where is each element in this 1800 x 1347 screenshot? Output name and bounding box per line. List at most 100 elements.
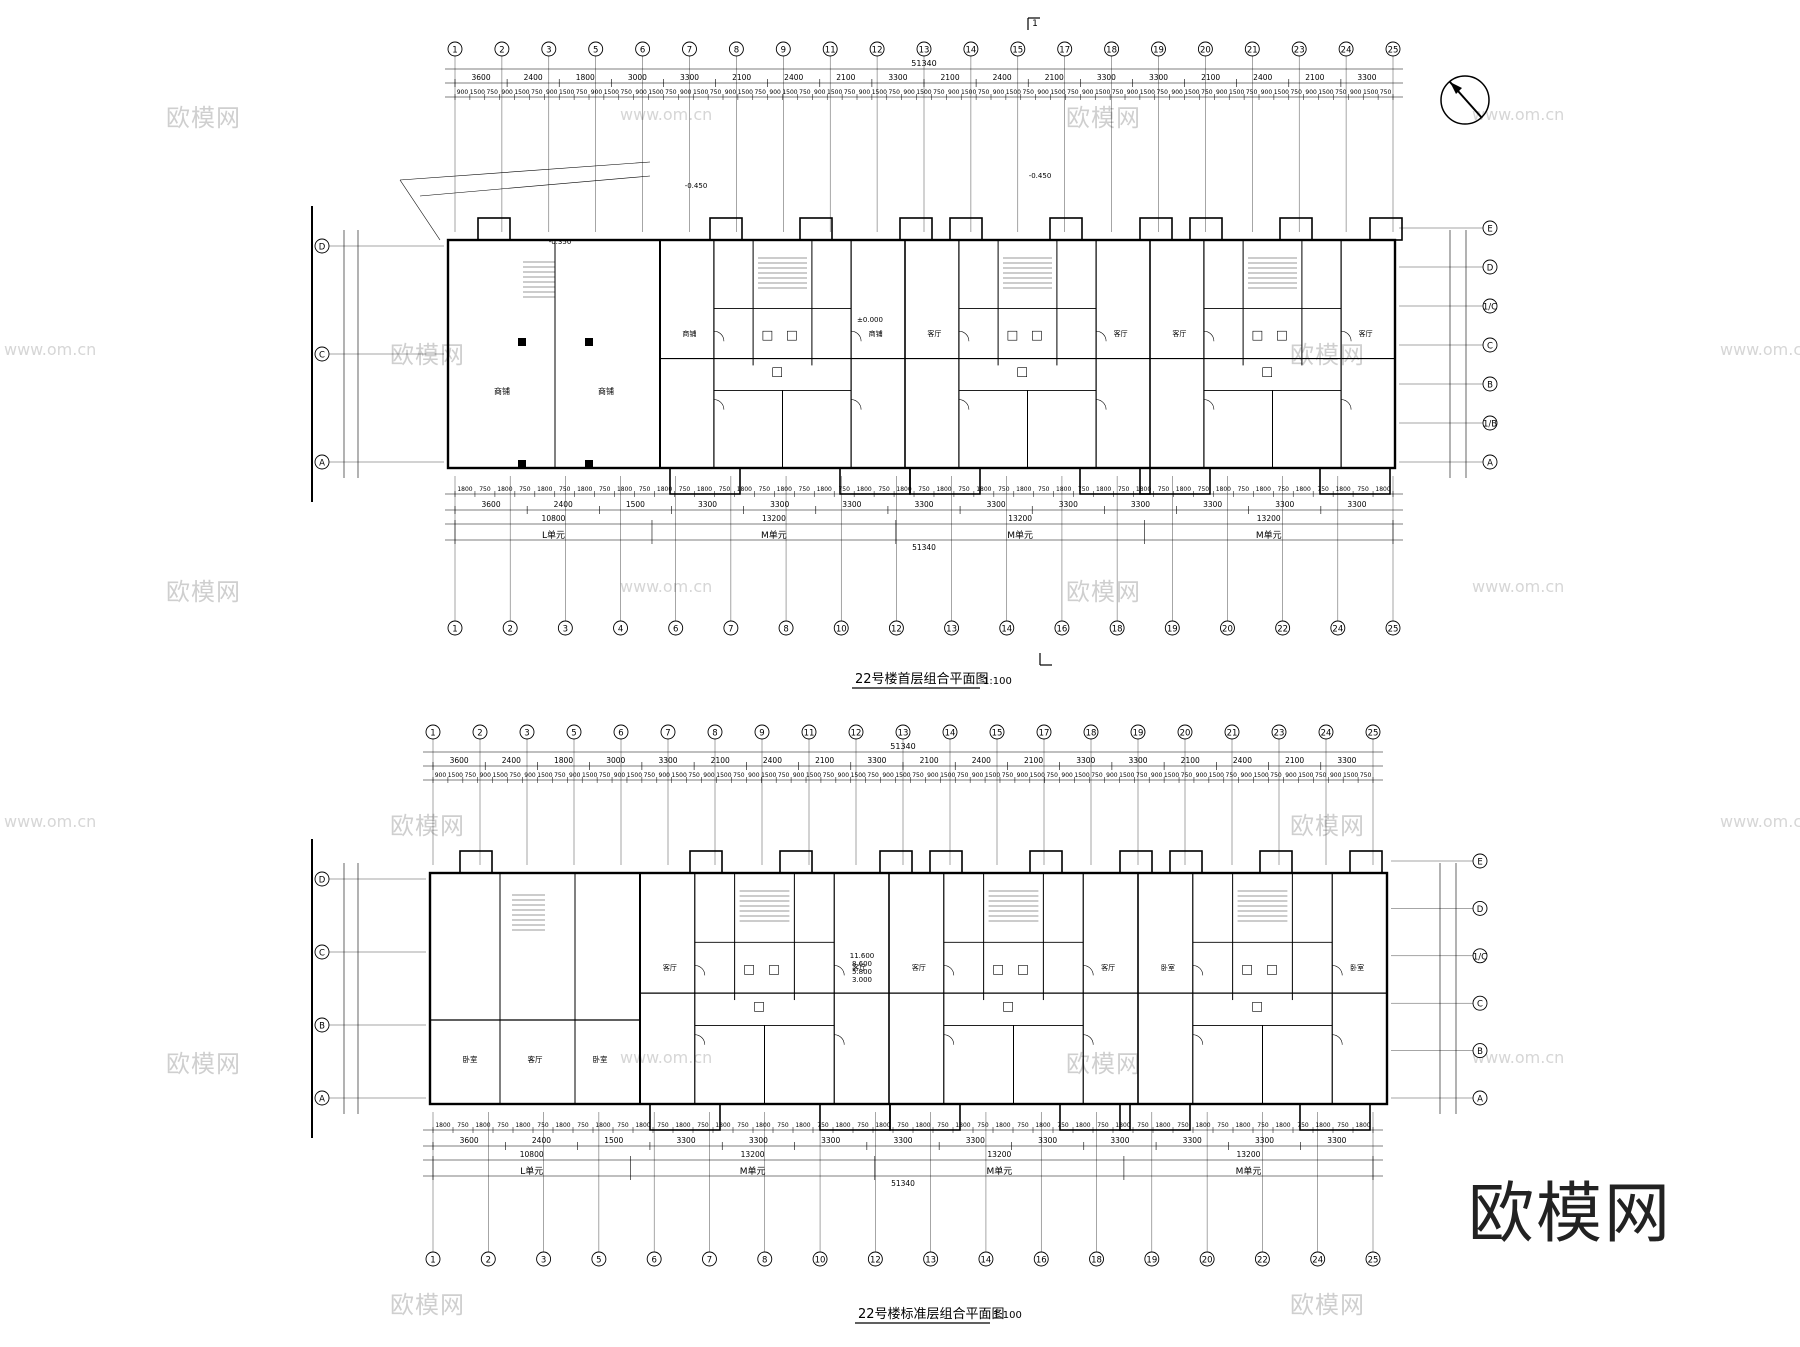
- balcony: [459, 850, 493, 874]
- dim-text: 1500: [1119, 772, 1134, 779]
- dim-text: 750: [1112, 89, 1124, 96]
- room-label: 商铺: [598, 386, 614, 396]
- axis-label: 25: [1368, 1256, 1379, 1266]
- dim-text: 900: [457, 89, 469, 96]
- dim-text: 900: [591, 89, 603, 96]
- dim-text: 1800: [1355, 1122, 1370, 1129]
- dim-text: 1800: [737, 486, 752, 493]
- axis-label: 13: [898, 729, 909, 739]
- dim-text: 750: [1158, 486, 1170, 493]
- dim-text: 1500: [895, 772, 910, 779]
- dim-text: 3300: [1128, 756, 1147, 765]
- dim-text: 750: [1257, 1122, 1269, 1129]
- dim-text: 750: [912, 772, 924, 779]
- dim-text: 750: [958, 486, 970, 493]
- axis-bubble: [519, 724, 535, 740]
- axis-bubble: [1291, 41, 1307, 57]
- axis-bubble: [425, 1251, 441, 1267]
- axis-label: 25: [1368, 729, 1379, 739]
- dim-text: 1800: [617, 486, 632, 493]
- dim-text: 750: [838, 486, 850, 493]
- dim-text: 3000: [606, 756, 625, 765]
- door-swing: [958, 399, 970, 410]
- dim-text: 1800: [475, 1122, 490, 1129]
- dim-text: 1500: [1050, 89, 1065, 96]
- dim-text: 750: [617, 1122, 629, 1129]
- dim-text: 750: [1118, 486, 1130, 493]
- dim-text: 1500: [872, 89, 887, 96]
- dim-text: 1800: [1136, 486, 1151, 493]
- room-label: 客厅: [663, 963, 677, 972]
- axis-label: 13: [946, 625, 957, 635]
- axis-label: 6: [651, 1256, 656, 1266]
- axis-label: 24: [1321, 729, 1332, 739]
- dim-text: 1500: [1253, 772, 1268, 779]
- dim-text: 1800: [635, 1122, 650, 1129]
- dim-text: 1500: [1274, 89, 1289, 96]
- dim-text: 2400: [993, 73, 1012, 82]
- dim-text: 900: [703, 772, 715, 779]
- dim-text: 1800: [1096, 486, 1111, 493]
- room-label: 客厅: [852, 963, 866, 972]
- dim-text: 750: [497, 1122, 509, 1129]
- dim-text: 750: [644, 772, 656, 779]
- dim-text: 900: [1127, 89, 1139, 96]
- axis-label: 23: [1274, 729, 1285, 739]
- module-dim-text: 13200: [1237, 1150, 1261, 1159]
- dim-text: 1500: [1343, 772, 1358, 779]
- axis-label: D: [319, 876, 326, 886]
- dim-text: 1500: [693, 89, 708, 96]
- axis-label: D: [319, 243, 326, 253]
- axis-label: 1: [452, 625, 457, 635]
- axis-bubble: [989, 724, 1005, 740]
- axis-bubble: [944, 620, 960, 636]
- dim-text: 1800: [755, 1122, 770, 1129]
- entry-slope: [399, 179, 441, 241]
- axis-bubble: [978, 1251, 994, 1267]
- axis-bubble: [888, 620, 904, 636]
- axis-bubble: [942, 724, 958, 740]
- brand-logo: 欧模网: [1468, 1175, 1672, 1252]
- dim-text: 750: [844, 89, 856, 96]
- axis-label: 11: [825, 46, 836, 56]
- dim-text: 750: [799, 89, 811, 96]
- dim-text: 2400: [524, 73, 543, 82]
- overall-dim-text: 51340: [890, 742, 915, 751]
- plan2-title: 22号楼标准层组合平面图: [858, 1307, 1005, 1322]
- dim-text: 1800: [1335, 486, 1350, 493]
- dim-text: 900: [1061, 772, 1073, 779]
- dim-text: 3300: [1275, 500, 1294, 509]
- dim-text: 3300: [1327, 1136, 1346, 1145]
- dim-text: 750: [888, 89, 900, 96]
- column: [518, 338, 526, 346]
- dim-text: 750: [957, 772, 969, 779]
- dim-text: 1500: [559, 89, 574, 96]
- dim-text: 750: [977, 1122, 989, 1129]
- axis-label: C: [319, 949, 325, 959]
- axis-label: 13: [925, 1256, 936, 1266]
- dim-text: 750: [817, 1122, 829, 1129]
- dim-text: 1800: [1115, 1122, 1130, 1129]
- fixture: [1007, 330, 1018, 341]
- axis-label: 5: [596, 1256, 601, 1266]
- dim-text: 3300: [987, 500, 1006, 509]
- fixture: [1252, 1002, 1262, 1012]
- dim-text: 2100: [732, 73, 751, 82]
- dim-text: 1800: [777, 486, 792, 493]
- door-swing: [1203, 399, 1215, 410]
- axis-bubble: [588, 41, 604, 57]
- dim-text: 750: [1357, 486, 1369, 493]
- axis-bubble: [1010, 41, 1026, 57]
- dim-text: 900: [972, 772, 984, 779]
- dim-text: 1500: [448, 772, 463, 779]
- axis-label: 1/C: [1473, 952, 1487, 962]
- axis-label: 14: [965, 46, 976, 56]
- elevation-text: 8.600: [852, 960, 872, 968]
- axis-bubble: [775, 41, 791, 57]
- dim-text: 1800: [1155, 1122, 1170, 1129]
- axis-label: 17: [1059, 46, 1070, 56]
- axis-bubble: [778, 620, 794, 636]
- dim-text: 1500: [1030, 772, 1045, 779]
- axis-label: 14: [945, 729, 956, 739]
- dim-text: 3300: [867, 756, 886, 765]
